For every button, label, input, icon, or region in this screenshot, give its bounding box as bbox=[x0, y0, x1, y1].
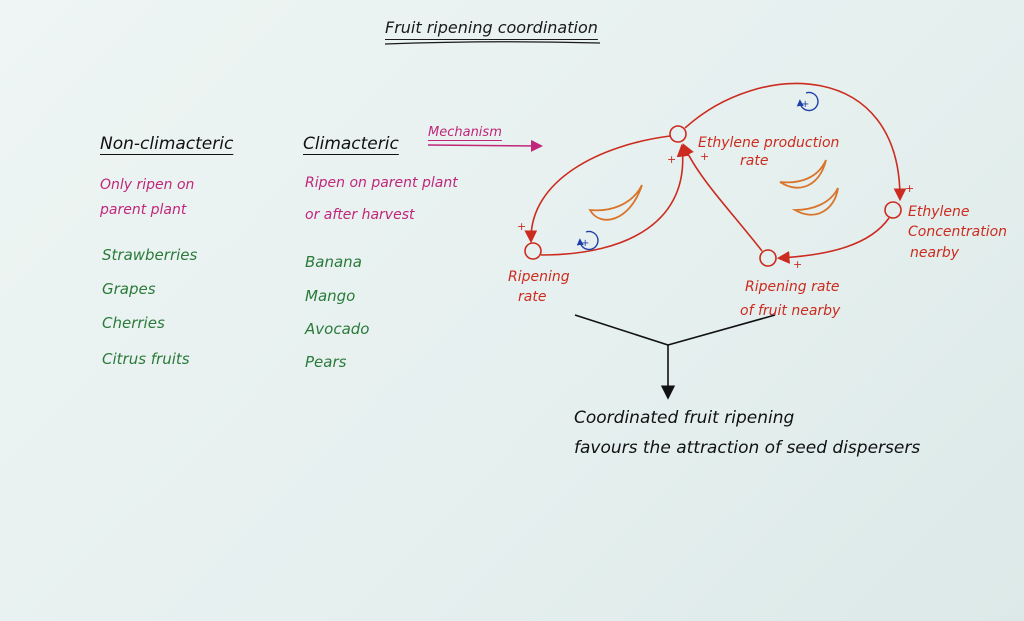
non-climacteric-desc-line1: Only ripen on bbox=[100, 177, 195, 193]
non-climacteric-desc-line2: parent plant bbox=[100, 202, 187, 218]
link-production-to-ripening bbox=[524, 135, 671, 244]
non-climacteric-example: Grapes bbox=[102, 280, 156, 298]
node-ripening-rate-nearby bbox=[759, 249, 777, 267]
polarity-sign: + bbox=[905, 182, 914, 195]
polarity-sign: + bbox=[517, 220, 526, 233]
node-label-ethylene-concentration: Concentration bbox=[908, 224, 1008, 240]
climacteric-example: Mango bbox=[305, 287, 356, 305]
link-production-to-concentration bbox=[684, 82, 907, 202]
node-label-ripening-rate: Ripening bbox=[508, 269, 570, 285]
svg-text:+: + bbox=[581, 238, 589, 249]
node-label-ethylene-production: Ethylene production bbox=[698, 135, 840, 151]
link-ripening-to-production bbox=[540, 143, 690, 256]
merge-line-left bbox=[574, 314, 669, 346]
node-label-ripening-rate-nearby: Ripening rate bbox=[745, 279, 840, 295]
node-label-ethylene-concentration: Ethylene bbox=[908, 204, 970, 220]
node-label-ripening-rate: rate bbox=[518, 289, 547, 305]
banana-icon bbox=[588, 184, 643, 221]
mechanism-label: Mechanism bbox=[428, 125, 502, 140]
non-climacteric-example: Cherries bbox=[102, 314, 165, 332]
polarity-sign: + bbox=[667, 153, 676, 166]
reinforcing-loop-marker-right: + bbox=[796, 91, 819, 112]
node-label-ethylene-concentration: nearby bbox=[910, 245, 959, 261]
node-ripening-rate bbox=[524, 242, 542, 260]
climacteric-desc-line2: or after harvest bbox=[305, 207, 415, 223]
mechanism-arrow bbox=[427, 139, 543, 152]
title-underline bbox=[384, 41, 601, 45]
conclusion-line1: Coordinated fruit ripening bbox=[574, 408, 795, 428]
polarity-sign: + bbox=[700, 150, 709, 163]
climacteric-example: Pears bbox=[305, 353, 347, 371]
page-title: Fruit ripening coordination bbox=[385, 18, 598, 37]
non-climacteric-example: Citrus fruits bbox=[102, 350, 190, 368]
svg-text:+: + bbox=[801, 99, 809, 110]
node-ethylene-production bbox=[669, 125, 687, 143]
non-climacteric-example: Strawberries bbox=[102, 246, 198, 264]
climacteric-heading: Climacteric bbox=[303, 134, 399, 154]
node-ethylene-concentration bbox=[884, 201, 902, 219]
non-climacteric-heading: Non-climacteric bbox=[100, 134, 234, 154]
reinforcing-loop-marker-left: + bbox=[576, 230, 599, 251]
conclusion-line2: favours the attraction of seed disperser… bbox=[574, 438, 921, 458]
merge-line-right bbox=[667, 314, 776, 346]
banana-icon bbox=[791, 187, 839, 216]
climacteric-example: Banana bbox=[305, 253, 362, 271]
node-label-ripening-rate-nearby: of fruit nearby bbox=[740, 303, 841, 319]
polarity-sign: + bbox=[793, 258, 802, 271]
link-concentration-to-nearby bbox=[776, 217, 890, 264]
banana-icon bbox=[779, 159, 827, 189]
node-label-ethylene-production: rate bbox=[740, 153, 769, 169]
climacteric-example: Avocado bbox=[305, 320, 370, 338]
climacteric-desc-line1: Ripen on parent plant bbox=[305, 175, 458, 191]
link-nearby-to-production bbox=[682, 143, 763, 252]
